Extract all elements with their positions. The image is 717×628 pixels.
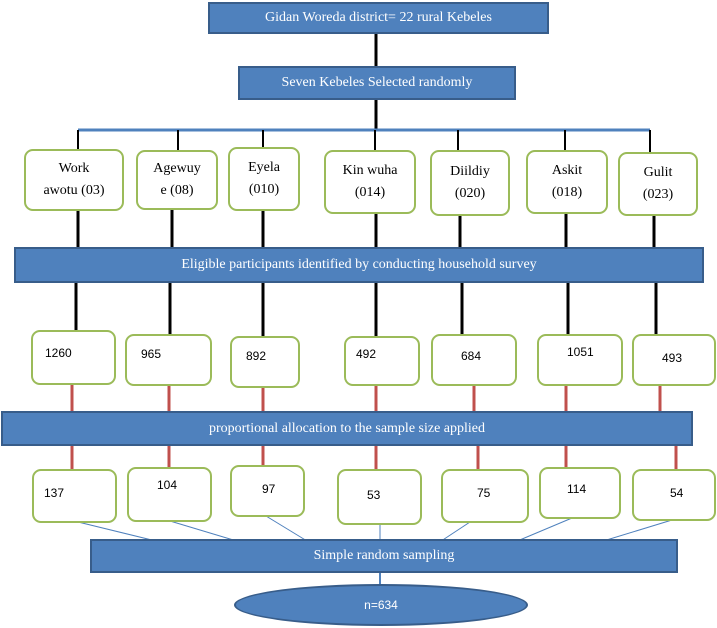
sample-box-2: 104 <box>127 467 212 522</box>
kebele-box-4: Kin wuha (014) <box>324 150 416 214</box>
sample-count-4: 53 <box>367 488 381 502</box>
sample-box-7: 54 <box>632 469 716 521</box>
kebele-6-line2: (018) <box>551 185 583 200</box>
eligible-count-6: 1051 <box>567 345 594 359</box>
kebele-3-line2: (010) <box>248 182 280 197</box>
sample-count-5: 75 <box>477 486 491 500</box>
eligible-count-3: 892 <box>246 349 267 363</box>
kebele-box-6: Askit (018) <box>526 150 608 214</box>
eligible-box-2: 965 <box>125 334 212 386</box>
eligible-count-2: 965 <box>141 347 162 361</box>
kebele-2-line2: e (08) <box>160 183 194 198</box>
sample-box-4: 53 <box>337 469 422 525</box>
sample-box-5: 75 <box>441 469 529 523</box>
kebele-1-line2: awotu (03) <box>43 183 105 198</box>
kebele-7-line1: Gulit <box>643 165 673 180</box>
sample-box-6: 114 <box>539 467 621 519</box>
eligible-count-4: 492 <box>356 347 377 361</box>
survey-bar: Eligible participants identified by cond… <box>14 247 704 283</box>
eligible-box-4: 492 <box>344 336 420 386</box>
kebele-box-1: Work awotu (03) <box>24 149 124 211</box>
sample-box-1: 137 <box>32 469 117 523</box>
kebele-1-line1: Work <box>58 161 90 176</box>
eligible-box-1: 1260 <box>31 330 116 385</box>
eligible-box-5: 684 <box>431 334 517 386</box>
eligible-count-7: 493 <box>662 351 683 365</box>
sample-box-3: 97 <box>230 465 305 517</box>
allocation-bar: proportional allocation to the sample si… <box>1 411 693 446</box>
eligible-box-3: 892 <box>230 336 300 388</box>
kebele-3-line1: Eyela <box>248 160 280 175</box>
kebele-2-line1: Agewuy <box>153 161 201 176</box>
sample-count-7: 54 <box>670 486 684 500</box>
kebele-5-line2: (020) <box>454 186 486 201</box>
kebele-box-7: Gulit (023) <box>618 152 698 216</box>
kebele-box-2: Agewuy e (08) <box>136 150 218 210</box>
sample-count-2: 104 <box>157 478 178 492</box>
eligible-count-1: 1260 <box>45 346 72 360</box>
total-oval: n=634 <box>234 584 528 626</box>
district-bar: Gidan Woreda district= 22 rural Kebeles <box>208 2 549 34</box>
sample-count-6: 114 <box>567 482 587 496</box>
kebele-4-line2: (014) <box>354 185 386 200</box>
kebele-7-line2: (023) <box>642 187 674 202</box>
kebele-6-line1: Askit <box>551 163 583 178</box>
kebele-5-line1: Diildiy <box>450 164 490 179</box>
sample-count-1: 137 <box>44 486 65 500</box>
sample-count-3: 97 <box>262 482 276 496</box>
sampling-bar: Simple random sampling <box>90 539 678 573</box>
eligible-box-6: 1051 <box>537 334 623 386</box>
kebele-4-line1: Kin wuha <box>342 163 398 178</box>
kebele-box-3: Eyela (010) <box>228 147 300 211</box>
eligible-box-7: 493 <box>632 334 716 386</box>
selection-bar: Seven Kebeles Selected randomly <box>238 66 516 100</box>
kebele-box-5: Diildiy (020) <box>430 150 510 216</box>
eligible-count-5: 684 <box>461 349 482 363</box>
